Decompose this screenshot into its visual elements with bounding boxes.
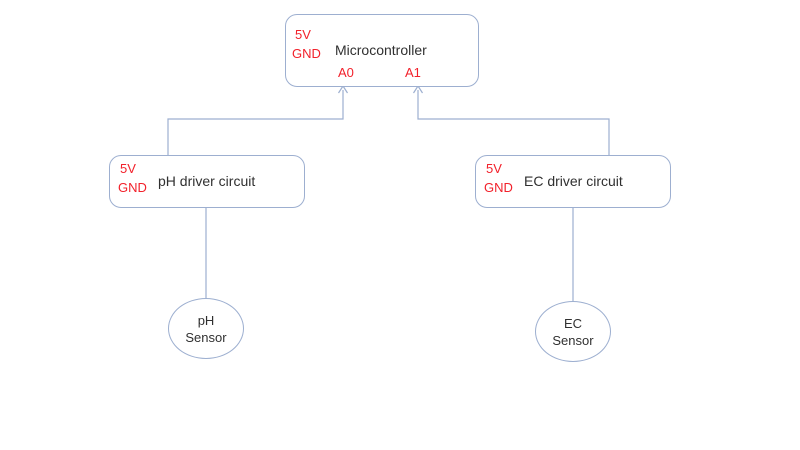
mc-pin-a1-label: A1 bbox=[405, 65, 421, 80]
mc-pin-a0-label: A0 bbox=[338, 65, 354, 80]
ph-sensor-label-line1: pH bbox=[197, 312, 215, 328]
ph-driver-node: 5V GND pH driver circuit bbox=[109, 155, 305, 208]
ec-driver-pin-gnd-label: GND bbox=[484, 180, 513, 195]
ph-driver-pin-gnd-label: GND bbox=[118, 180, 147, 195]
ec-sensor-label-line1: EC bbox=[563, 315, 583, 331]
ec-sensor-node: EC Sensor bbox=[535, 301, 611, 362]
mc-pin-5v-label: 5V bbox=[295, 27, 311, 42]
mc-pin-gnd-label: GND bbox=[292, 46, 321, 61]
ec-driver-node: 5V GND EC driver circuit bbox=[475, 155, 671, 208]
ph-sensor-node: pH Sensor bbox=[168, 298, 244, 359]
ph-driver-label: pH driver circuit bbox=[158, 173, 256, 189]
microcontroller-node: 5V GND Microcontroller A0 A1 bbox=[285, 14, 479, 87]
connector-ec-driver-to-a1 bbox=[417, 90, 610, 155]
ec-driver-label: EC driver circuit bbox=[524, 173, 623, 189]
connector-ph-driver-to-a0 bbox=[167, 90, 344, 155]
ph-sensor-label-line2: Sensor bbox=[185, 329, 227, 345]
ec-driver-pin-5v-label: 5V bbox=[486, 161, 502, 176]
ec-sensor-label-line2: Sensor bbox=[552, 332, 594, 348]
microcontroller-label: Microcontroller bbox=[335, 42, 427, 58]
ph-driver-pin-5v-label: 5V bbox=[120, 161, 136, 176]
